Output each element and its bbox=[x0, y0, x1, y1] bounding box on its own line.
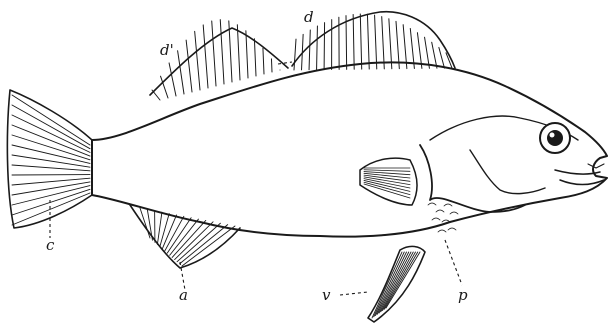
spiny-dorsal-ray bbox=[152, 90, 160, 100]
pectoral-ray bbox=[364, 182, 410, 194]
soft-dorsal-ray bbox=[309, 30, 310, 70]
scale-mark bbox=[438, 230, 446, 232]
spiny-dorsal-ray bbox=[271, 59, 272, 72]
spiny-dorsal-ray bbox=[254, 39, 256, 76]
soft-dorsal-ray bbox=[375, 15, 377, 69]
spiny-dorsal-ray bbox=[186, 40, 192, 92]
anal-ray bbox=[157, 212, 162, 244]
label-pectoral: p bbox=[458, 286, 468, 304]
ventral-ray bbox=[376, 252, 407, 316]
scale-mark bbox=[448, 228, 456, 230]
soft-dorsal-ray bbox=[353, 14, 354, 69]
anal-ray bbox=[165, 216, 184, 251]
spiny-dorsal-ray bbox=[178, 51, 184, 94]
scale-mark bbox=[432, 218, 440, 220]
anal-ray bbox=[147, 209, 152, 240]
leader-dorsal-join bbox=[278, 62, 292, 64]
soft-dorsal-ray bbox=[317, 26, 318, 70]
spiny-dorsal-ray bbox=[246, 31, 248, 78]
pectoral-ray bbox=[364, 170, 410, 172]
soft-dorsal-ray bbox=[389, 19, 392, 69]
ventral-fin bbox=[368, 246, 425, 322]
soft-dorsal-ray bbox=[346, 16, 347, 70]
soft-dorsal-ray bbox=[367, 14, 369, 69]
caudal-ray bbox=[12, 105, 90, 149]
leader-pectoral bbox=[445, 240, 462, 285]
spiny-dorsal-fin bbox=[150, 20, 288, 100]
soft-dorsal-ray bbox=[294, 39, 296, 70]
scale-mark bbox=[436, 210, 444, 212]
ventral-ray bbox=[381, 252, 414, 312]
soft-dorsal-ray bbox=[439, 47, 445, 68]
label-soft-dorsal: d bbox=[304, 8, 314, 26]
scale-mark bbox=[450, 212, 458, 214]
anal-ray bbox=[167, 218, 191, 253]
scale-mark bbox=[444, 204, 452, 206]
label-anal: a bbox=[179, 286, 188, 304]
label-ventral: v bbox=[322, 286, 331, 304]
soft-dorsal-ray bbox=[382, 17, 385, 69]
label-spiny-dorsal: d' bbox=[160, 41, 174, 59]
label-caudal: c bbox=[46, 236, 55, 254]
caudal-ray bbox=[12, 115, 90, 152]
spiny-dorsal-ray bbox=[263, 48, 264, 74]
spiny-dorsal-ray bbox=[229, 21, 232, 82]
soft-dorsal-ray bbox=[360, 14, 361, 69]
scale-mark bbox=[428, 203, 436, 205]
spiny-dorsal-ray bbox=[212, 21, 216, 86]
caudal-ray bbox=[12, 165, 90, 171]
fish-body bbox=[92, 62, 607, 236]
spiny-dorsal-ray bbox=[169, 63, 176, 96]
anal-ray bbox=[182, 226, 235, 266]
spiny-dorsal-ray bbox=[203, 25, 208, 88]
ventral-ray bbox=[372, 252, 402, 318]
pectoral-fin bbox=[360, 158, 417, 205]
spiny-dorsal-ray bbox=[237, 25, 240, 80]
spiny-dorsal-ray bbox=[220, 20, 224, 84]
ventral-ray bbox=[374, 252, 405, 317]
spiny-dorsal-ray bbox=[195, 31, 200, 90]
caudal-ray bbox=[12, 95, 90, 145]
leader-ventral bbox=[340, 292, 368, 295]
eye bbox=[540, 123, 570, 153]
anal-fin bbox=[130, 205, 240, 268]
soft-dorsal-fin bbox=[292, 12, 455, 70]
caudal-ray bbox=[12, 193, 90, 225]
